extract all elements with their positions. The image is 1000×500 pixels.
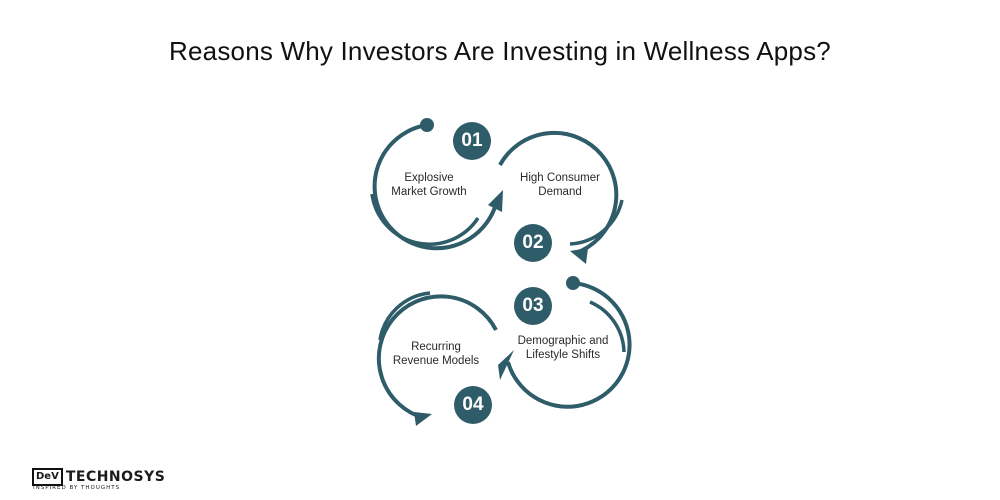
ring-4-inner-arc xyxy=(378,291,431,341)
step-3-label: Demographic and Lifestyle Shifts xyxy=(517,335,609,361)
logo-tagline: INSPIRED BY THOUGHTS xyxy=(33,485,121,491)
ring-3-inner-arc xyxy=(589,300,626,353)
ring-4-outer-arc xyxy=(376,294,498,420)
step-2-number-badge: 02 xyxy=(514,224,552,262)
ring-4-arrowhead xyxy=(414,412,432,426)
logo-name: TECHNOSYS xyxy=(65,469,166,485)
ring-3-start-dot xyxy=(566,276,580,290)
step-4-label: Recurring Revenue Models xyxy=(392,341,480,367)
ring-1-inner-arc xyxy=(370,193,480,246)
step-1-label: Explosive Market Growth xyxy=(391,172,467,198)
ring-3 xyxy=(498,276,632,409)
ring-3-outer-arc xyxy=(506,281,632,409)
ring-2-arrowhead xyxy=(570,248,588,264)
page-title: Reasons Why Investors Are Investing in W… xyxy=(169,36,831,66)
ring-2 xyxy=(498,130,624,264)
ring-1-start-dot xyxy=(420,118,434,132)
ring-1-arrowhead xyxy=(488,190,503,212)
ring-1 xyxy=(370,118,503,251)
step-1-number-badge: 01 xyxy=(453,122,491,160)
step-4-number: 04 xyxy=(462,394,484,415)
step-4-number-badge: 04 xyxy=(454,386,492,424)
step-3-number: 03 xyxy=(522,295,544,316)
ring-2-inner-arc xyxy=(569,199,624,246)
ring-3-arrowhead xyxy=(498,350,514,380)
ring-4 xyxy=(376,291,498,426)
logo-box: DeV xyxy=(32,468,63,486)
brand-logo: DeV TECHNOSYS xyxy=(32,466,165,488)
step-2-label: High Consumer Demand xyxy=(520,172,600,198)
step-3-number-badge: 03 xyxy=(514,287,552,325)
step-2-number: 02 xyxy=(522,232,544,253)
step-1-number: 01 xyxy=(461,130,483,151)
